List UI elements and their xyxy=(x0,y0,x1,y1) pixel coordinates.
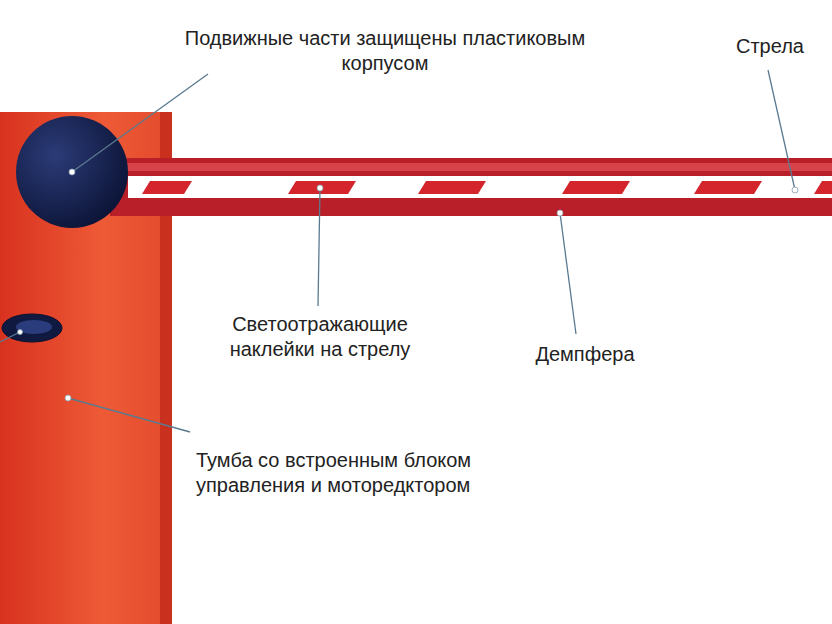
callout-label: Светоотражающие наклейки на стрелу xyxy=(190,312,450,362)
key-switch xyxy=(2,314,62,342)
key-switch-face xyxy=(16,320,52,334)
callout-label: Тумба со встроенным блоком управления и … xyxy=(196,448,556,498)
callout-label: Подвижные части защищены пластиковым кор… xyxy=(180,26,590,76)
callout-label: Демпфера xyxy=(510,342,660,367)
boom xyxy=(110,158,832,216)
callout-label: Стрела xyxy=(720,34,820,59)
leader-lines xyxy=(0,70,795,432)
reflective-stickers xyxy=(142,181,832,194)
leader-dots xyxy=(18,169,799,401)
hub-cover xyxy=(16,116,128,228)
boom-highlight xyxy=(110,163,832,171)
boom-band xyxy=(128,176,832,198)
